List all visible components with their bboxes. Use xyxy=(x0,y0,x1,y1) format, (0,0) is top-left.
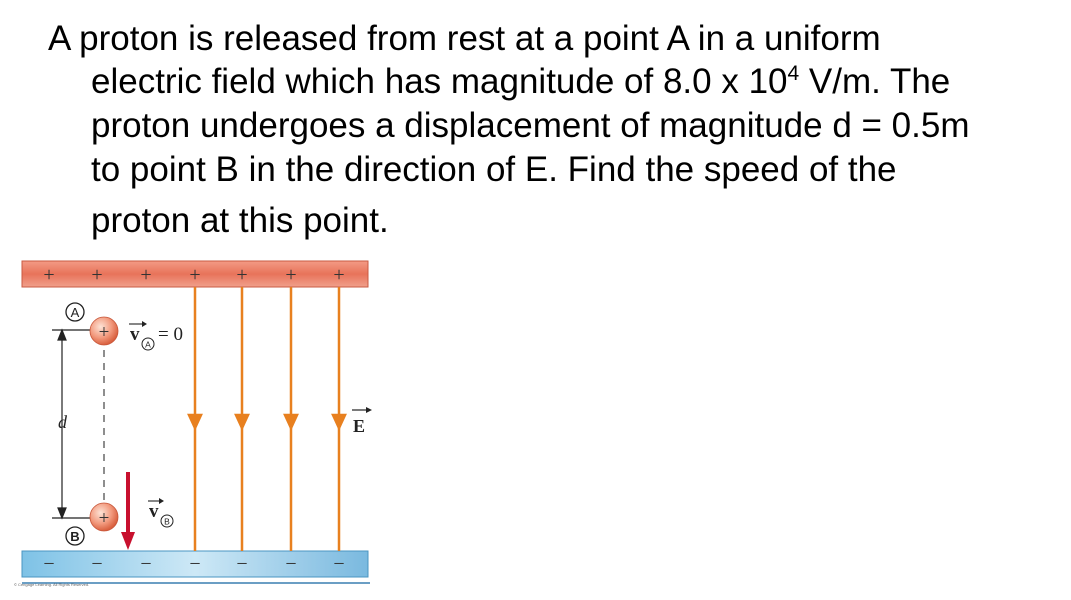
plus-sign: + xyxy=(91,264,102,286)
distance-indicator xyxy=(57,328,67,520)
field-arrowhead xyxy=(283,413,299,431)
field-label-text: E xyxy=(353,416,365,436)
copyright-text: © Cengage Learning. All Rights Reserved. xyxy=(14,582,89,587)
field-arrowhead xyxy=(234,413,250,431)
svg-text:v: v xyxy=(130,324,140,345)
plus-sign: + xyxy=(285,264,296,286)
svg-text:B: B xyxy=(70,529,79,544)
problem-line-4: to point B in the direction of E. Find t… xyxy=(91,150,897,189)
minus-sign: − xyxy=(189,553,200,575)
minus-sign: − xyxy=(43,553,54,575)
minus-sign: − xyxy=(140,553,151,575)
problem-line-2: electric field which has magnitude of 8.… xyxy=(91,62,950,107)
exponent: 4 xyxy=(787,62,800,85)
svg-text:B: B xyxy=(164,517,170,527)
problem-line-2-text: electric field which has magnitude of 8.… xyxy=(91,62,788,101)
problem-line-5: proton at this point. xyxy=(91,201,389,240)
electric-field-figure: + + + + + + + − − − − − − − E A xyxy=(14,260,372,587)
plus-sign: + xyxy=(333,264,344,286)
minus-sign: − xyxy=(333,553,344,575)
velocity-b-arrow xyxy=(121,472,135,550)
svg-text:A: A xyxy=(145,340,151,350)
field-label: E xyxy=(352,407,372,436)
minus-sign: − xyxy=(285,553,296,575)
svg-text:= 0: = 0 xyxy=(158,324,183,345)
svg-text:+: + xyxy=(99,322,110,343)
minus-signs: − − − − − − − xyxy=(43,553,344,575)
plus-sign: + xyxy=(140,264,151,286)
minus-sign: − xyxy=(236,553,247,575)
minus-sign: − xyxy=(91,553,102,575)
problem-line-2-unit: V/m. The xyxy=(799,62,951,101)
positive-plate xyxy=(21,260,369,288)
velocity-b-label: v B xyxy=(148,498,174,528)
plus-sign: + xyxy=(43,264,54,286)
problem-line-1: A proton is released from rest at a poin… xyxy=(48,19,881,58)
proton-b: + xyxy=(89,502,119,532)
field-arrowhead xyxy=(187,413,203,431)
plus-sign: + xyxy=(236,264,247,286)
field-lines xyxy=(187,287,347,551)
point-a-label: A xyxy=(65,302,85,322)
svg-text:+: + xyxy=(99,508,110,529)
svg-text:A: A xyxy=(71,305,80,320)
velocity-a-label: v A = 0 xyxy=(129,321,183,351)
point-b-label: B xyxy=(65,526,85,546)
distance-label: d xyxy=(58,412,68,432)
field-arrowhead xyxy=(331,413,347,431)
plus-sign: + xyxy=(189,264,200,286)
problem-line-3: proton undergoes a displacement of magni… xyxy=(91,106,970,145)
proton-a: + xyxy=(89,316,119,346)
svg-text:v: v xyxy=(149,501,159,522)
plus-signs: + + + + + + + xyxy=(43,264,344,286)
